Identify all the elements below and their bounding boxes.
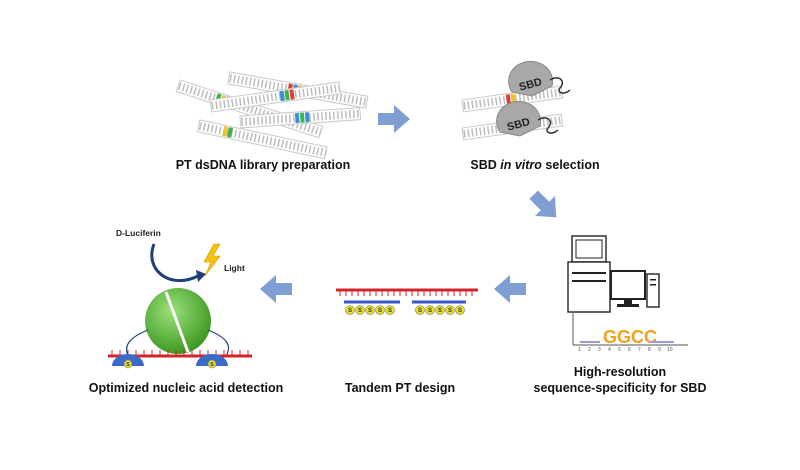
flow-arrow-down-right (529, 190, 557, 218)
dsdna-strand (196, 119, 328, 160)
lightning-icon (203, 243, 221, 277)
pt-bead (425, 305, 435, 315)
pt-bead (385, 305, 395, 315)
caption-selection-pre: SBD (470, 158, 501, 172)
svg-text:6: 6 (628, 347, 631, 353)
svg-text:10: 10 (667, 347, 673, 353)
pt-bead-label: S (378, 308, 382, 314)
sbd-protein: SBD (496, 100, 559, 137)
pt-bead (415, 305, 425, 315)
caption-detection: Optimized nucleic acid detection (88, 381, 284, 395)
pt-bead-label: S (348, 308, 352, 314)
pt-bead (355, 305, 365, 315)
svg-text:5: 5 (618, 347, 621, 353)
pt-bead-label: S (126, 362, 130, 368)
svg-text:8: 8 (648, 347, 651, 353)
sbd-protein-label: SBD (518, 76, 544, 94)
pt-bead (345, 305, 355, 315)
caption-selection: SBD in vitro selection (440, 158, 630, 172)
substrate-label: D-Luciferin (116, 228, 161, 238)
svg-text:2: 2 (588, 347, 591, 353)
pt-bead-label: S (438, 308, 442, 314)
pt-bead (375, 305, 385, 315)
pt-bead (207, 359, 217, 369)
dsdna-strand (239, 107, 362, 129)
detection-illustration: D-Luciferin Light S S (108, 228, 252, 369)
pt-bead (365, 305, 375, 315)
dsdna-strand (209, 81, 341, 113)
pt-bead-label: S (448, 308, 452, 314)
pt-bead-row: S S S S S S S S S S (345, 305, 465, 315)
server-tower (567, 261, 611, 313)
linker (126, 329, 149, 357)
caption-selection-italic: in vitro (500, 158, 542, 172)
monitor-icon (610, 270, 646, 300)
caption-specificity-line2: sequence-specificity for SBD (533, 381, 707, 395)
product-label: Light (224, 263, 245, 273)
sequence-logo: 1 2 3 4 5 6 7 8 9 10 GGCC (572, 313, 688, 353)
pt-bead (445, 305, 455, 315)
flow-arrow-left (494, 275, 526, 303)
tandem-pt-illustration: S S S S S S S S S S (336, 288, 478, 315)
svg-text:9: 9 (658, 347, 661, 353)
sbd-protein: SBD (508, 60, 571, 97)
caption-library: PT dsDNA library preparation (175, 158, 351, 172)
pt-bead-label: S (210, 362, 214, 368)
svg-text:1: 1 (578, 347, 581, 353)
caption-specificity-line1: High-resolution (573, 365, 667, 379)
pt-bead-label: S (358, 308, 362, 314)
svg-text:3: 3 (598, 347, 601, 353)
flow-arrow-right (378, 105, 410, 133)
svg-text:4: 4 (608, 347, 611, 353)
sbd-protein-label: SBD (506, 116, 532, 134)
pt-bead-label: S (418, 308, 422, 314)
computer-illustration (567, 235, 660, 313)
caption-tandem: Tandem PT design (344, 381, 456, 395)
linker (207, 329, 230, 357)
caption-selection-post: selection (541, 158, 600, 172)
pt-bead-label: S (368, 308, 372, 314)
pt-bead (455, 305, 465, 315)
pt-bead-label: S (458, 308, 462, 314)
pt-bead-label: S (428, 308, 432, 314)
pt-bead-label: S (388, 308, 392, 314)
sbd-selection-illustration: SBD SBD (461, 60, 571, 141)
pt-bead (123, 359, 133, 369)
flow-arrow-left (260, 275, 292, 303)
sequence-logo-letters: GGCC (603, 327, 657, 347)
svg-text:7: 7 (638, 347, 641, 353)
reaction-arrow (150, 243, 199, 283)
pt-bead (435, 305, 445, 315)
dsdna-library-illustration (175, 71, 369, 160)
pc-tower-icon (646, 273, 660, 308)
